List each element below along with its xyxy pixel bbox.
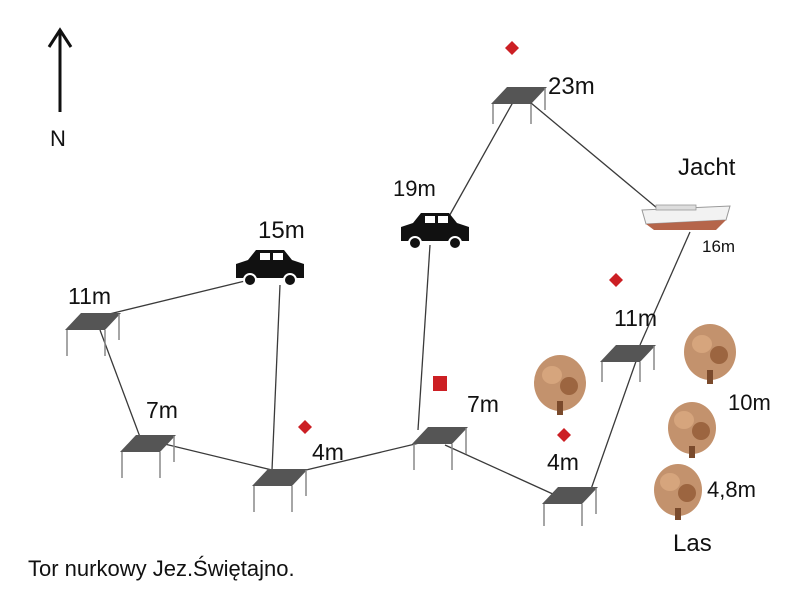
route-segment	[639, 231, 691, 346]
map-caption: Tor nurkowy Jez.Świętajno.	[28, 556, 295, 581]
platform-11m-left	[65, 313, 121, 356]
depth-label: 4m	[547, 449, 579, 475]
buoy-marker	[557, 428, 571, 442]
buoy-marker	[505, 41, 519, 55]
platform-7m-left	[120, 435, 176, 478]
route-lines	[92, 94, 691, 496]
platform-4m-right	[542, 487, 598, 526]
route-segment	[444, 444, 556, 496]
depth-label: 11m	[68, 283, 111, 309]
buoy-marker	[298, 420, 312, 434]
buoy-marker	[609, 273, 623, 287]
route-segment	[524, 97, 658, 209]
platform-7m-mid	[412, 427, 468, 470]
tree-icon	[684, 324, 736, 384]
platform-23m	[491, 87, 547, 124]
tree-icon	[654, 464, 702, 520]
yacht-label: Jacht	[678, 154, 736, 181]
buoy-markers	[298, 41, 623, 442]
tree-icon	[668, 402, 716, 458]
north-arrow	[47, 27, 73, 112]
tree-icon	[534, 355, 586, 415]
depth-label: 11m	[614, 305, 657, 331]
depth-label: 7m	[146, 397, 178, 423]
depth-label: 4,8m	[707, 477, 756, 502]
route-segment	[589, 349, 641, 493]
depth-label: 16m	[702, 237, 735, 256]
route-segment	[417, 244, 431, 431]
car-15m-icon	[236, 250, 304, 287]
north-label: N	[50, 126, 66, 151]
platform-11m-right	[600, 345, 656, 382]
car-19m-icon	[401, 213, 469, 250]
route-segment	[284, 439, 433, 476]
depth-label: 23m	[548, 73, 595, 100]
route-segment	[271, 284, 281, 471]
depth-label: 19m	[393, 176, 436, 201]
depth-label: 15m	[258, 217, 305, 244]
route-segment	[446, 94, 518, 221]
buoy-marker	[433, 376, 447, 391]
platform-4m-left	[252, 469, 308, 512]
route-segment	[147, 439, 273, 471]
yacht-icon	[641, 204, 731, 230]
forest-label: Las	[673, 530, 712, 557]
depth-label: 10m	[728, 390, 771, 415]
depth-label: 4m	[312, 439, 344, 465]
route-segment	[92, 280, 246, 319]
depth-label: 7m	[467, 391, 499, 417]
route-segment	[99, 329, 141, 438]
